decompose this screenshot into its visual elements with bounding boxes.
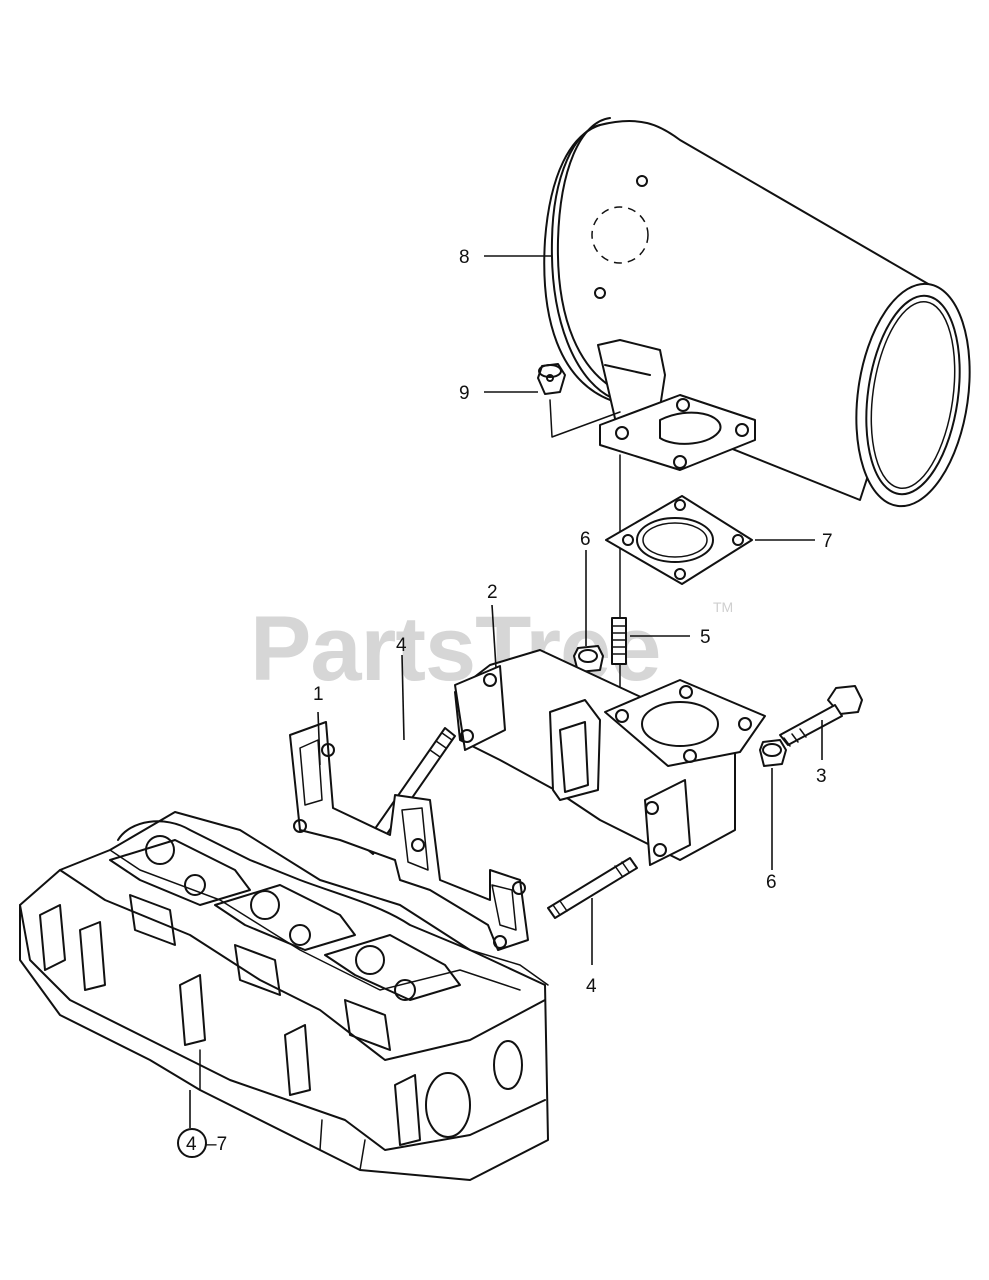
manifold-gasket[interactable] [289,721,529,951]
callout-4-upper: 4 [396,635,407,656]
stud-5[interactable] [611,617,627,665]
callout-3: 3 [816,766,827,787]
callout-5: 5 [700,627,711,648]
callout-9: 9 [459,383,470,404]
callout-leaders [189,255,823,1128]
callout-1: 1 [313,684,324,705]
callout-7: 7 [822,531,833,552]
reference-suffix: –7 [206,1134,227,1155]
exhaust-manifold[interactable] [454,649,766,866]
cylinder-head[interactable] [19,811,549,1181]
reference-number: 4 [186,1134,197,1155]
callout-2: 2 [487,582,498,603]
reference-circle [177,1128,207,1158]
muffler[interactable] [543,117,983,514]
muffler-gasket[interactable] [605,495,753,585]
stud-4-lower[interactable] [547,857,638,919]
callout-labels: 1 2 3 4 4 5 6 6 7 8 9 4 –7 [177,247,833,1158]
nut-6-lower[interactable] [759,739,787,767]
callout-6-upper: 6 [580,529,591,550]
callout-8: 8 [459,247,470,268]
nut-9[interactable] [537,363,621,438]
watermark-trademark: TM [713,599,733,615]
callout-4-lower: 4 [586,976,597,997]
bolt-3[interactable] [779,685,863,747]
callout-6-lower: 6 [766,872,777,893]
